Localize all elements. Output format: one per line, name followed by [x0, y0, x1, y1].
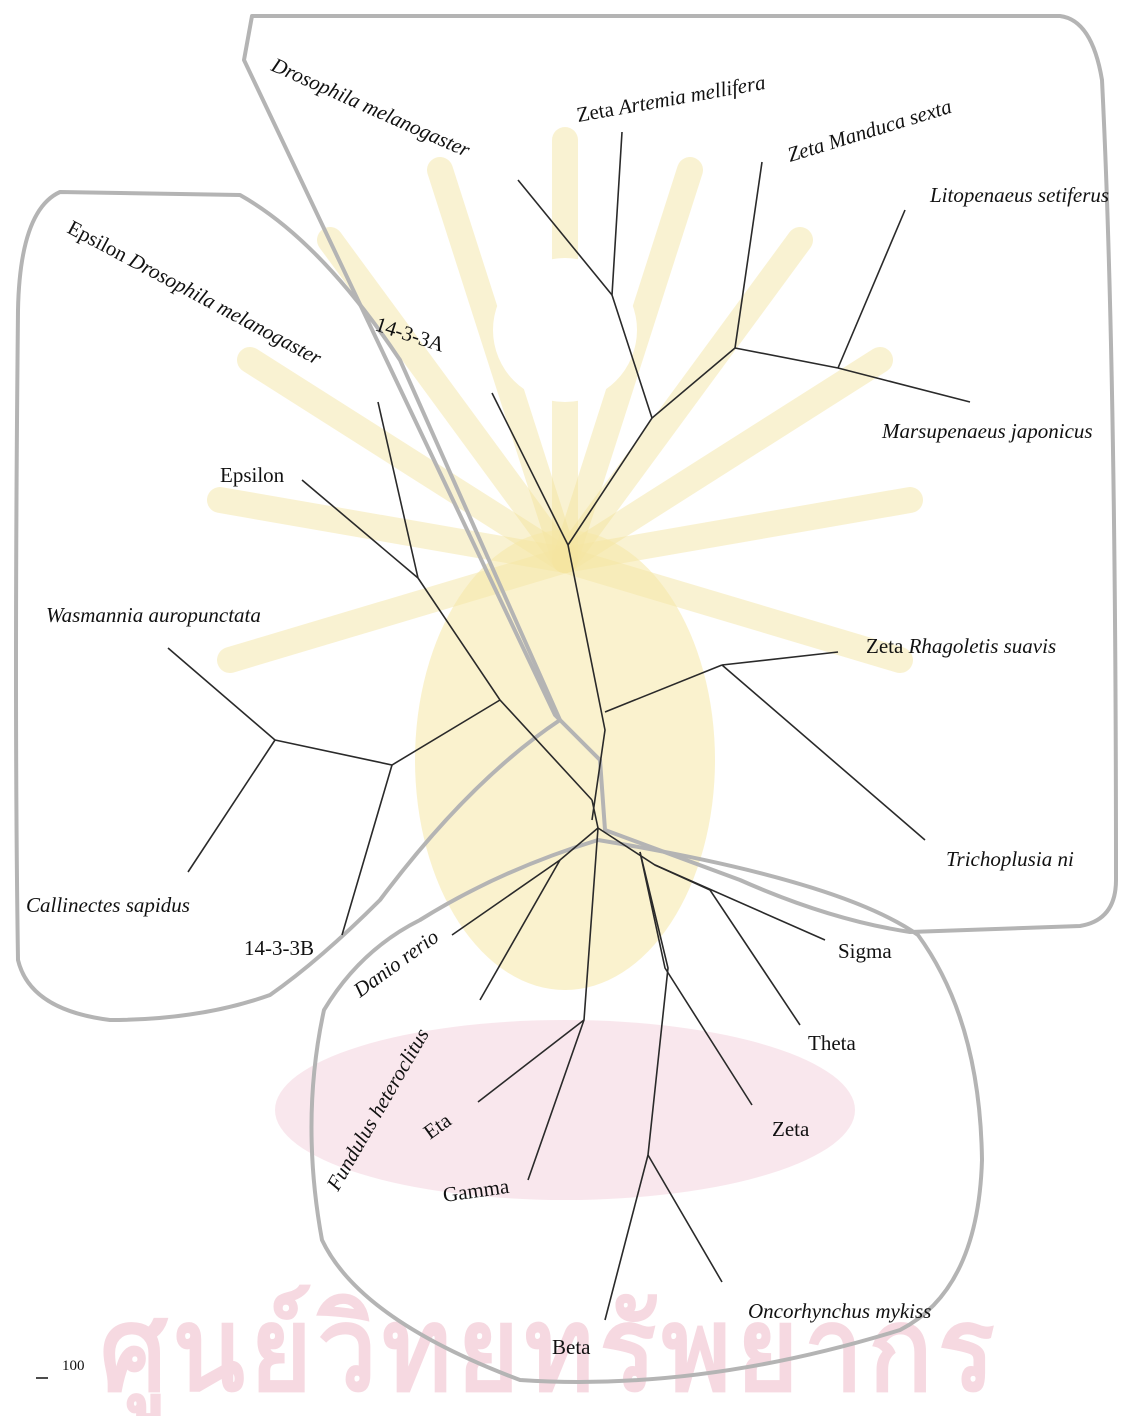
- group-outlines: [14, 14, 1118, 1384]
- label-beta: Beta: [552, 1335, 591, 1359]
- label-callinectes-sapidus: Callinectes sapidus: [26, 893, 190, 917]
- scale-bar: 100: [36, 1358, 85, 1379]
- label-theta: Theta: [808, 1031, 856, 1055]
- label-litopenaeus-setiferus: Litopenaeus setiferus: [929, 183, 1109, 207]
- branch-marsupenaeus-japonicus: [837, 367, 971, 403]
- branch-theta: [654, 864, 801, 1026]
- group-outline-vertebrate: [309, 838, 984, 1384]
- branch-zeta-rhagoletis-suavis: [721, 651, 839, 666]
- branch-beta: [604, 1154, 649, 1321]
- label-epsilon-drosophila-melanogaster: Epsilon Drosophila melanogaster: [64, 215, 327, 370]
- branch-14-3-3B: [341, 764, 393, 936]
- label-14-3-3B: 14-3-3B: [244, 936, 314, 960]
- scale-bar-label: 100: [62, 1358, 85, 1374]
- branch-zeta-manduca-sexta: [734, 161, 763, 349]
- branch-eta: [477, 1019, 585, 1103]
- label-trichoplusia-ni: Trichoplusia ni: [946, 847, 1074, 871]
- branch-oncorhynchus-mykiss: [647, 1154, 723, 1283]
- watermark: ศูนย์วิทยทรัพยากร: [100, 127, 1000, 1416]
- label-marsupenaeus-japonicus: Marsupenaeus japonicus: [881, 419, 1093, 443]
- branch-epsilon: [301, 479, 419, 579]
- branch-trichoplusia-ni: [721, 664, 926, 841]
- watermark-text: ศูนย์วิทยทรัพยากร: [100, 1280, 1000, 1416]
- tree-branches: [167, 131, 971, 1321]
- branch-callinectes-sapidus: [187, 739, 276, 873]
- label-zeta-artemia-mellifera: Zeta Artemia mellifera: [575, 70, 768, 127]
- branch-14-3-3A: [377, 401, 419, 579]
- branch-internal-trunk: [567, 544, 606, 821]
- group-outline-insect-crustacean-zeta: [242, 14, 1118, 934]
- watermark-emblem: [207, 127, 923, 990]
- branch-beta-oncorhynchus-internal: [639, 851, 669, 1156]
- branch-zeta: [639, 851, 753, 1106]
- branch-rhagoletis-internal: [604, 664, 723, 713]
- branch-litopenaeus-setiferus: [837, 209, 906, 369]
- label-wasmannia-auropunctata: Wasmannia auropunctata: [46, 603, 261, 627]
- branch-crustacean-internal: [734, 347, 839, 369]
- watermark-oval: [275, 1020, 855, 1200]
- branch-wasmannia-auropunctata: [167, 647, 276, 741]
- group-outline-epsilon-14-3-3: [14, 190, 562, 1022]
- label-drosophila-melanogaster: Drosophila melanogaster: [267, 52, 474, 162]
- label-zeta: Zeta: [772, 1117, 810, 1141]
- label-oncorhynchus-mykiss: Oncorhynchus mykiss: [748, 1299, 931, 1323]
- label-epsilon: Epsilon: [220, 463, 285, 487]
- branch-fundulus-heteroclitus: [479, 859, 561, 1001]
- branch-unlabeled-inner: [491, 392, 569, 546]
- label-zeta-manduca-sexta: Zeta Manduca sexta: [784, 94, 954, 167]
- label-zeta-rhagoletis-suavis: Zeta Rhagoletis suavis: [866, 634, 1056, 658]
- branch-drosophila-melanogaster: [517, 179, 613, 296]
- branch-vertebrate-trunk: [591, 799, 599, 829]
- label-sigma: Sigma: [838, 939, 892, 963]
